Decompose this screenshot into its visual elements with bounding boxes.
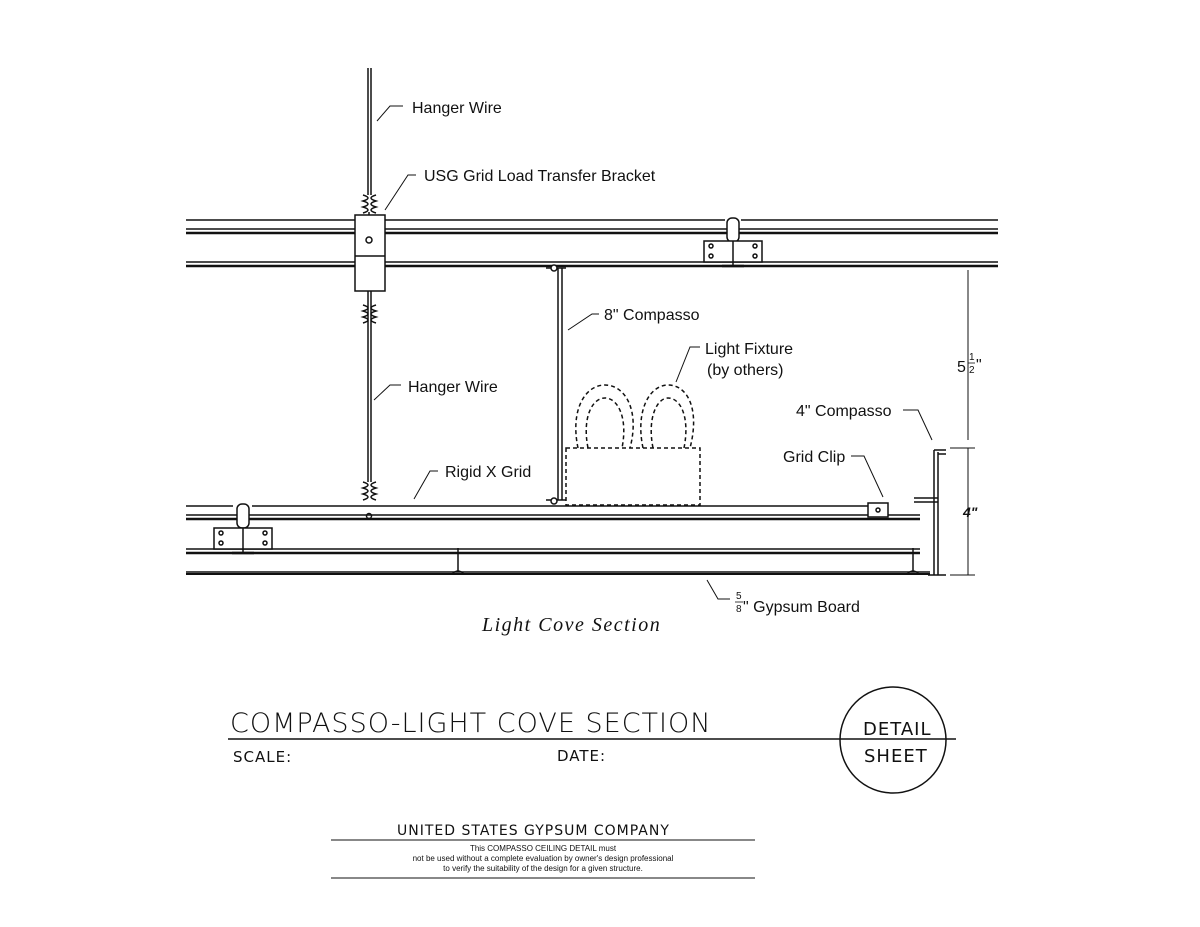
company-name: UNITED STATES GYPSUM COMPANY	[397, 823, 670, 839]
label-gypsum-board: 5 8 " Gypsum Board	[735, 591, 860, 616]
section-drawing	[186, 68, 998, 600]
sheet-label: SHEET	[864, 746, 928, 767]
label-compasso-4: 4" Compasso	[796, 403, 892, 420]
load-transfer-bracket	[354, 214, 386, 292]
detail-label: DETAIL	[863, 719, 931, 740]
compasso-4-trim	[928, 449, 946, 576]
leader-lines	[373, 105, 933, 600]
dimension-upper-suffix: "	[976, 357, 982, 374]
drawing-caption: Light Cove Section	[481, 614, 661, 636]
fastener-left	[451, 548, 465, 575]
grid-clip	[867, 497, 938, 518]
scale-label: SCALE:	[233, 748, 292, 766]
disclaimer-line-2: not be used without a complete evaluatio…	[413, 854, 674, 863]
label-load-transfer-bracket: USG Grid Load Transfer Bracket	[424, 168, 656, 185]
gypsum-fraction-numerator: 5	[736, 591, 742, 602]
light-fixture	[565, 384, 701, 506]
gypsum-board-text: " Gypsum Board	[743, 599, 860, 616]
upper-grid-runner	[186, 219, 998, 268]
dimension-upper: 5 1 2 "	[957, 352, 982, 376]
title-block: COMPASSO-LIGHT COVE SECTION SCALE: DATE:…	[228, 686, 956, 794]
lower-grid-clip	[213, 503, 273, 555]
disclaimer-line-1: This COMPASSO CEILING DETAIL must	[470, 844, 617, 853]
company-footer: UNITED STATES GYPSUM COMPANY This COMPAS…	[331, 823, 755, 879]
hanger-wire-lower	[360, 291, 379, 520]
fastener-right	[906, 548, 920, 575]
label-compasso-8: 8" Compasso	[604, 307, 700, 324]
label-grid-clip: Grid Clip	[783, 449, 845, 466]
sheet-title: COMPASSO-LIGHT COVE SECTION	[230, 708, 711, 739]
disclaimer-line-3: to verify the suitability of the design …	[443, 864, 643, 873]
label-hanger-wire-mid: Hanger Wire	[408, 379, 498, 396]
date-label: DATE:	[557, 747, 606, 765]
gypsum-fraction-denominator: 8	[736, 604, 742, 615]
hanger-wire-upper	[360, 68, 379, 235]
dimension-lines	[950, 270, 975, 576]
rigid-x-grid	[186, 505, 930, 575]
label-hanger-wire-top: Hanger Wire	[412, 100, 502, 117]
label-rigid-x-grid: Rigid X Grid	[445, 464, 531, 481]
dimension-upper-whole: 5	[957, 359, 966, 376]
dimension-upper-numerator: 1	[969, 352, 975, 363]
compasso-8-trim	[546, 264, 566, 505]
dimension-lower: 4"	[962, 504, 978, 520]
label-light-fixture: Light Fixture	[705, 341, 793, 358]
label-by-others: (by others)	[707, 362, 783, 379]
detail-sheet-circle: DETAIL SHEET	[839, 686, 947, 794]
dimension-upper-denominator: 2	[969, 365, 975, 376]
callout-labels: Hanger Wire USG Grid Load Transfer Brack…	[408, 100, 982, 636]
upper-grid-clip	[703, 217, 763, 268]
